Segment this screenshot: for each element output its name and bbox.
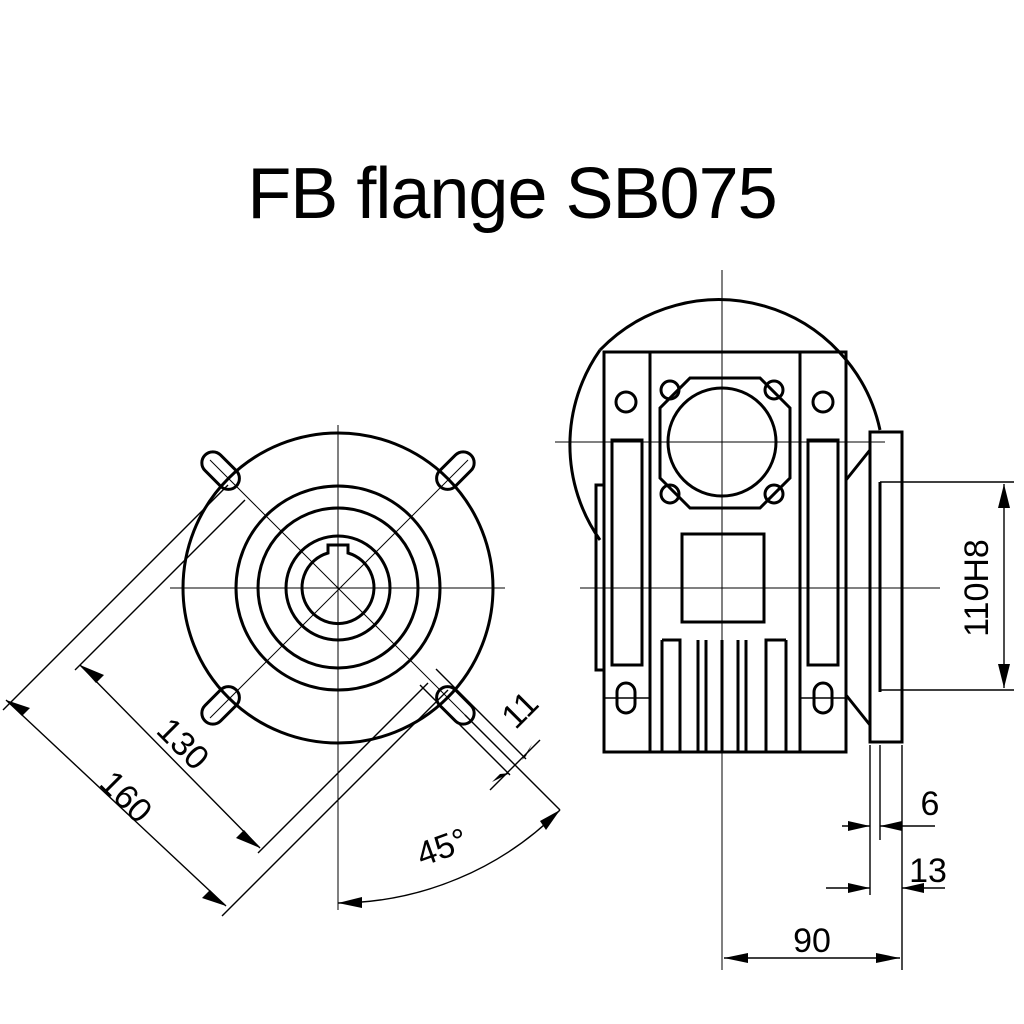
arrow-13-b	[902, 883, 924, 893]
arrow-11-a	[492, 773, 510, 782]
extension-line-160-b	[221, 689, 449, 917]
extension-line-160-a	[2, 484, 229, 711]
arrow-160-a	[6, 700, 30, 716]
extension-line-11-b	[435, 668, 527, 760]
dim-label-90: 90	[793, 922, 831, 960]
flange-diagonal-centerline-2	[209, 459, 469, 719]
right-foot-column	[798, 350, 848, 754]
flange-spigot-circle	[234, 484, 442, 692]
dimension-11: 11	[419, 668, 546, 791]
angle-arrow-b	[540, 810, 560, 830]
gearbox-side-view	[555, 270, 940, 970]
arrow-110-bottom	[998, 664, 1010, 688]
mounting-hole-top-left	[614, 390, 638, 414]
dimension-90: 90	[724, 922, 900, 963]
angle-arrow-a	[338, 897, 362, 908]
left-side-plate	[594, 483, 606, 672]
extension-line-130-b	[257, 682, 429, 854]
arrow-11-b	[522, 744, 532, 760]
arrow-130-b	[236, 830, 260, 848]
dim-line-130	[79, 664, 261, 849]
extension-line-130-a	[74, 499, 246, 671]
dimension-angle-45: 45°	[337, 714, 561, 908]
housing-arc-left	[568, 349, 602, 541]
name-plate	[680, 532, 766, 624]
left-foot-rib	[610, 438, 644, 667]
arrow-90-a	[724, 953, 748, 963]
slot-top-right	[435, 450, 476, 491]
flange-outer-circle	[181, 431, 495, 745]
arrow-6-a	[848, 821, 870, 831]
input-bore-circle	[666, 386, 778, 498]
input-flange-plate	[658, 376, 792, 510]
dimension-110h8: 110H8	[880, 481, 1014, 691]
mounting-hole-top-right	[811, 390, 835, 414]
extension-line-11-a	[419, 684, 511, 776]
output-flange-plate	[868, 430, 904, 744]
dim-label-160: 160	[92, 764, 159, 831]
input-bolt-hole-2	[763, 379, 785, 401]
input-bolt-hole-4	[763, 483, 785, 505]
dim-line-160	[5, 699, 227, 907]
dim-label-13: 13	[909, 852, 947, 890]
angle-arc	[337, 809, 561, 904]
input-bolt-hole-3	[659, 483, 681, 505]
arrow-130-a	[80, 665, 104, 683]
housing-arc-top	[598, 298, 882, 431]
drawing-title: FB flange SB075	[247, 154, 777, 234]
keyed-bore	[300, 543, 376, 626]
slot-bottom-left	[200, 450, 241, 491]
cooling-fins	[660, 638, 788, 752]
dimension-160: 160	[2, 484, 449, 917]
dimension-6: 6	[842, 745, 939, 895]
arrow-90-b	[876, 953, 900, 963]
dim-label-110h8: 110H8	[958, 539, 996, 637]
dimension-13: 13	[826, 745, 947, 970]
housing-body	[648, 350, 802, 754]
arrow-160-b	[202, 890, 226, 906]
flange-hub-circle	[284, 534, 392, 642]
arrow-6-b	[880, 821, 902, 831]
angle-extension-line	[464, 714, 561, 811]
dim-label-11: 11	[494, 684, 546, 736]
arrow-110-top	[998, 484, 1010, 508]
flange-recess-circle	[256, 506, 420, 670]
slot-top-left	[200, 685, 241, 726]
arrow-13-a	[848, 883, 870, 893]
input-bolt-hole-1	[659, 379, 681, 401]
dim-label-6: 6	[921, 785, 940, 823]
right-foot-rib	[806, 438, 840, 667]
dim-label-45: 45°	[412, 821, 473, 874]
